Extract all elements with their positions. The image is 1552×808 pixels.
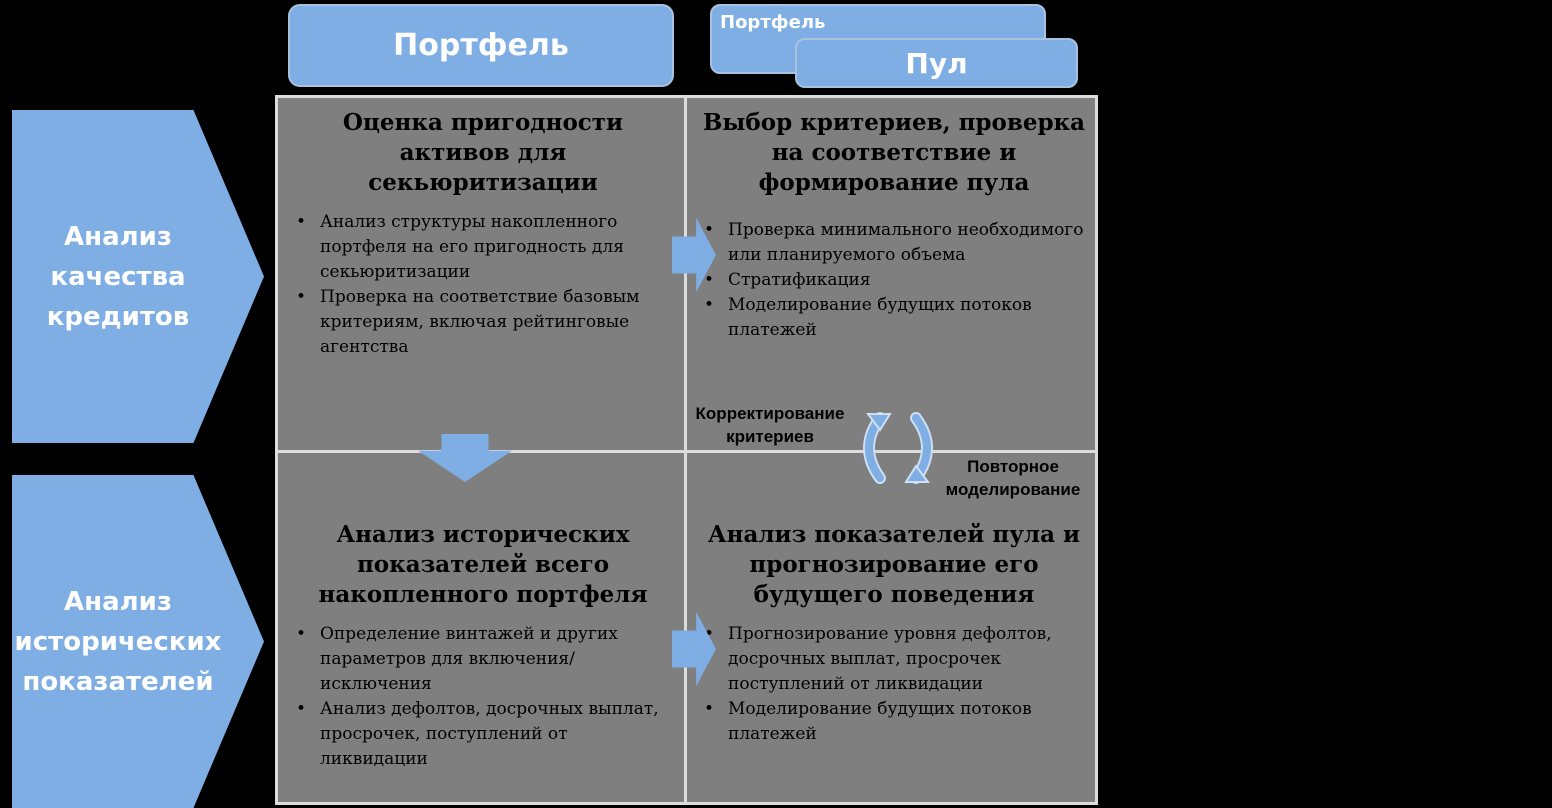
result-title: Результат:: [1136, 195, 1268, 219]
credit-quality-chevron: Анализ качества кредитов: [12, 110, 264, 443]
correction-label: Корректирование критериев: [695, 404, 845, 446]
cell-historical-portfolio: Анализ исторических показателей всего на…: [288, 520, 678, 772]
cell-list: Анализ структуры накопленного портфеля н…: [288, 210, 678, 360]
cell-list: Определение винтажей и других параметров…: [288, 622, 678, 772]
list-item: Моделирование будущих потоков платежей: [696, 293, 1092, 343]
list-item: более выгодные условия фондирования: [1136, 413, 1546, 481]
portfolio-tab: Портфель: [288, 4, 674, 87]
cell-title: Анализ показателей пула и прогнозировани…: [707, 521, 1081, 608]
remodel-label: Повторное моделирование: [945, 457, 1081, 499]
cell-title: Анализ исторических показателей всего на…: [318, 521, 648, 608]
cell-list: Проверка минимального необходимого или п…: [696, 218, 1092, 343]
result-list: Оптимальный, сбалансированный и достаточ…: [1136, 245, 1546, 733]
cell-title: Оценка пригодности активов для секьюрити…: [342, 109, 624, 196]
list-item: Стратификация: [696, 268, 1092, 293]
list-item: Оптимальный, сбалансированный и достаточ…: [1136, 245, 1546, 347]
cell-asset-suitability: Оценка пригодности активов для секьюрити…: [288, 108, 678, 360]
list-item: уменьшение расходов на механизм повышени…: [1136, 497, 1546, 599]
list-item: Анализ дефолтов, досрочных выплат, проср…: [288, 697, 678, 772]
list-item: снижение расходов на структуру сделки: [1136, 615, 1546, 683]
list-item: Анализ структуры накопленного портфеля н…: [288, 210, 678, 285]
list-item: Прогнозирование уровня дефолтов, досрочн…: [696, 622, 1092, 697]
list-item: оптимизация расходов на ИТ: [1136, 699, 1546, 733]
historical-analysis-chevron: Анализ исторических показателей: [12, 475, 264, 808]
cell-pool-forecast: Анализ показателей пула и прогнозировани…: [696, 520, 1092, 747]
list-item: Проверка на соответствие базовым критери…: [288, 285, 678, 360]
result-panel: Результат: Оптимальный, сбалансированный…: [1136, 195, 1546, 749]
cell-list: Прогнозирование уровня дефолтов, досрочн…: [696, 622, 1092, 747]
list-item: Моделирование будущих потоков платежей: [696, 697, 1092, 747]
pool-tab: Пул: [795, 38, 1078, 88]
cycle-arrows-icon: [863, 412, 933, 484]
list-item: более высокий рейтинг: [1136, 363, 1546, 397]
list-item: Определение винтажей и других параметров…: [288, 622, 678, 697]
cell-pool-criteria: Выбор критериев, проверка на соответстви…: [696, 108, 1092, 343]
grid-horizontal-divider: [275, 450, 1098, 453]
cell-title: Выбор критериев, проверка на соответстви…: [702, 109, 1086, 196]
list-item: Проверка минимального необходимого или п…: [696, 218, 1092, 268]
